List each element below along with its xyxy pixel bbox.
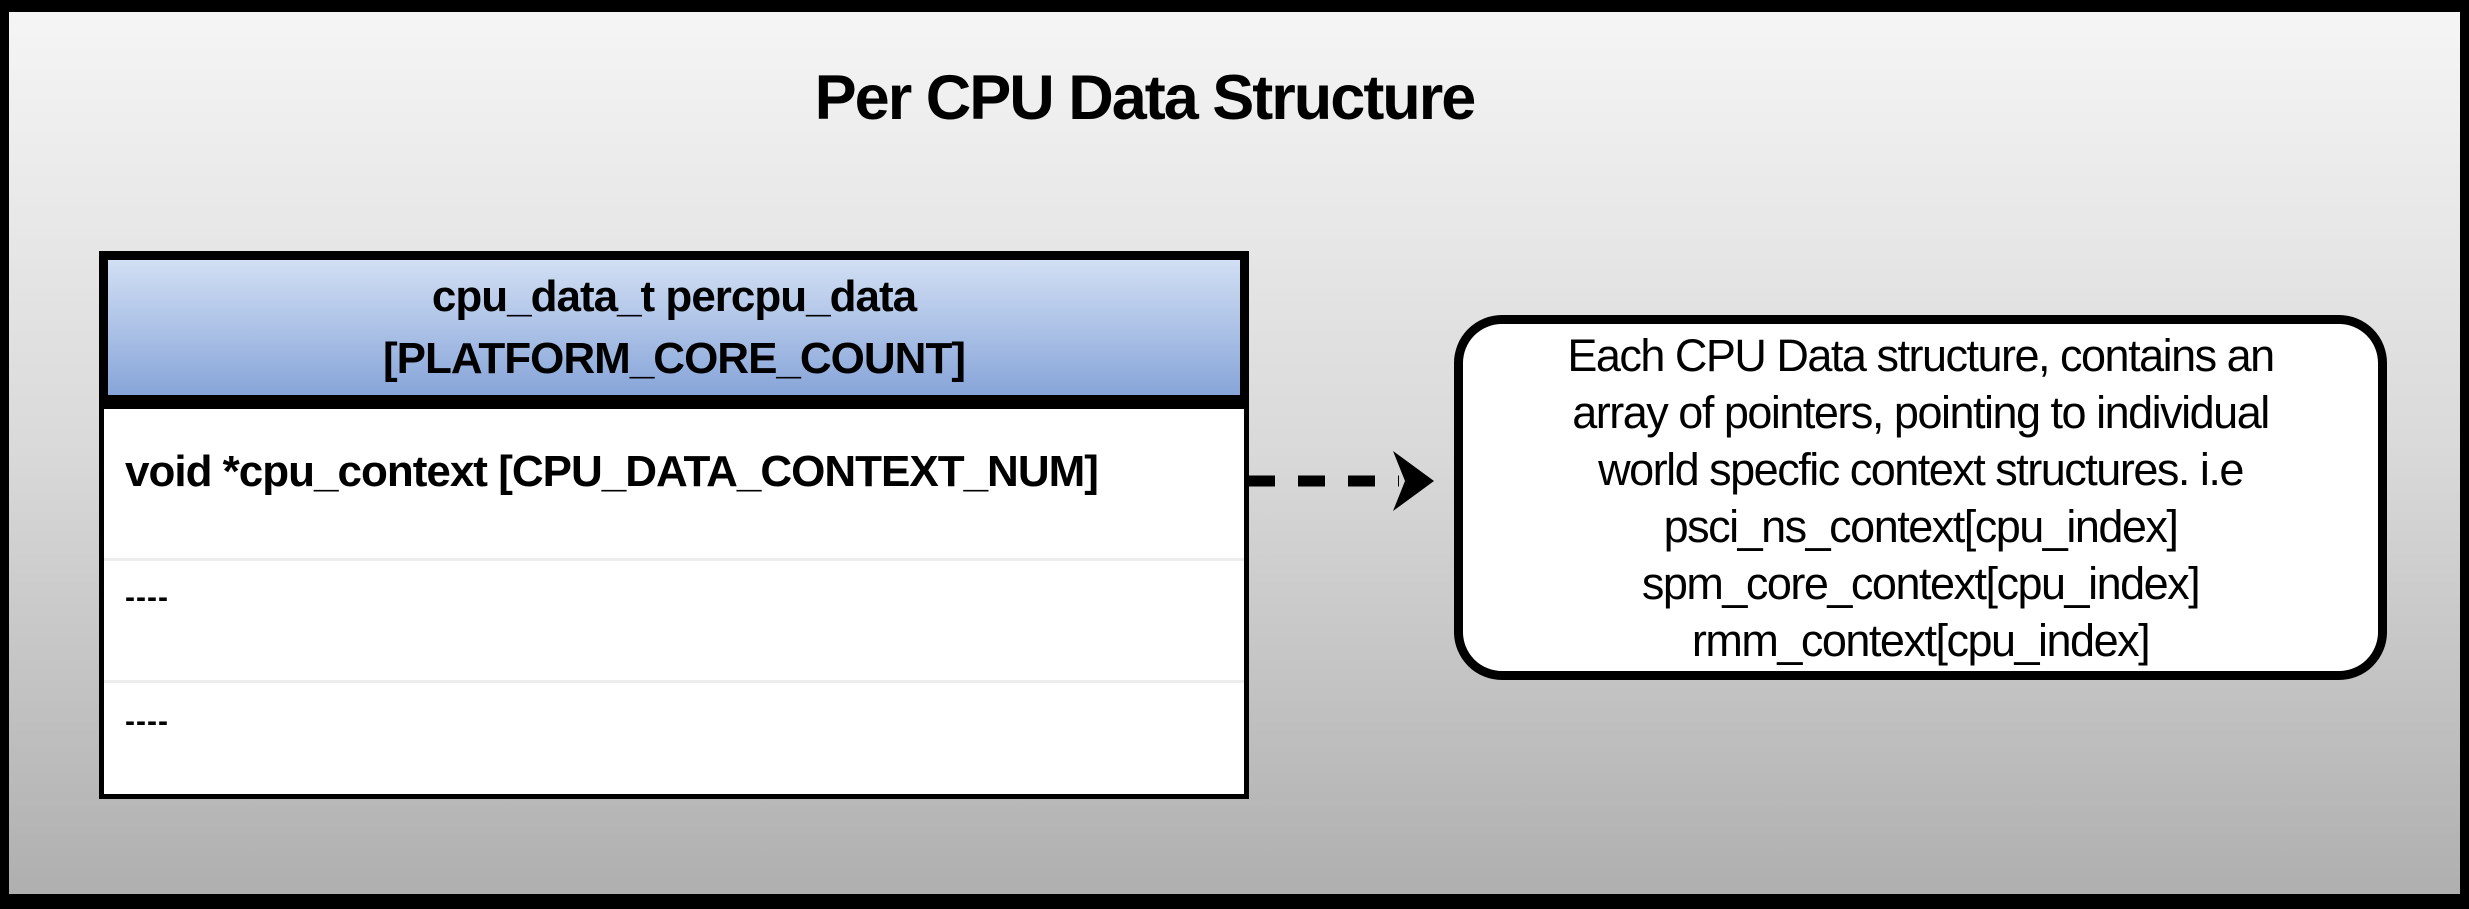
annotation-callout: Each CPU Data structure, contains an arr… (1454, 315, 2387, 680)
cpu-data-table-header: cpu_data_t percpu_data [PLATFORM_CORE_CO… (99, 251, 1249, 404)
callout-line: spm_core_context[cpu_index] (1641, 557, 2201, 609)
callout-line: Each CPU Data structure, contains an (1567, 329, 2275, 381)
table-row: ---- (104, 558, 1244, 680)
table-header-line1: cpu_data_t percpu_data (431, 271, 917, 321)
table-row: void *cpu_context [CPU_DATA_CONTEXT_NUM] (125, 447, 1099, 496)
dashed-arrow (1248, 451, 1434, 511)
page-title: Per CPU Data Structure (814, 63, 1477, 133)
table-header-line2: [PLATFORM_CORE_COUNT] (383, 333, 966, 383)
arrow-head-icon (1393, 451, 1434, 511)
callout-line: world specfic context structures. i.e (1598, 443, 2244, 495)
callout-line: array of pointers, pointing to individua… (1572, 386, 2270, 438)
callout-line: rmm_context[cpu_index] (1691, 614, 2151, 666)
table-row: ---- (104, 680, 1244, 794)
callout-line: psci_ns_context[cpu_index] (1663, 500, 2179, 552)
cpu-data-table-body: void *cpu_context [CPU_DATA_CONTEXT_NUM]… (99, 404, 1249, 799)
